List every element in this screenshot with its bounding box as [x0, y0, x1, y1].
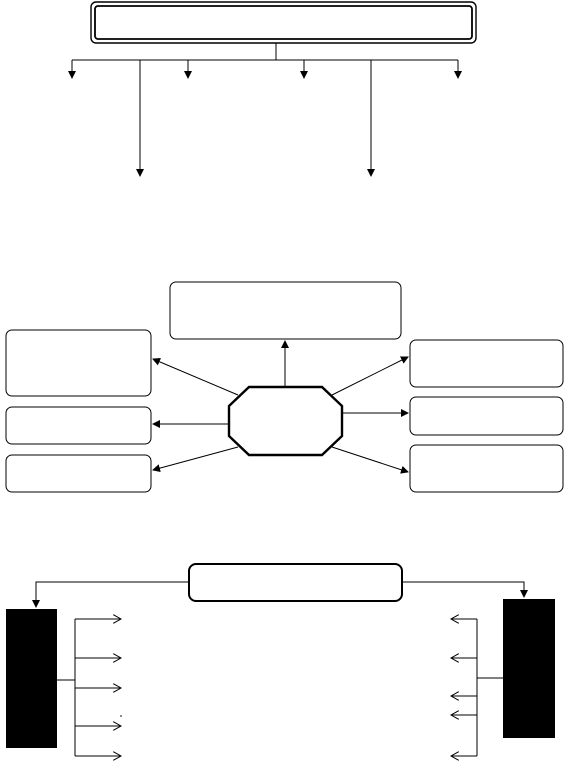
right-box-1 — [409, 339, 564, 388]
right-item-connectors — [451, 619, 503, 756]
right-dark-panel — [503, 599, 555, 738]
left-box-1 — [5, 329, 152, 397]
top-tree-connectors — [68, 43, 462, 177]
spoke-arrow-right-1 — [331, 356, 409, 396]
arrow-to-right-panel — [402, 581, 528, 598]
spoke-arrow-left-3 — [152, 446, 239, 473]
top-title-box — [90, 1, 477, 44]
section-middle-hub — [5, 281, 564, 493]
section-top-tree — [68, 1, 477, 177]
left-box-2 — [5, 406, 152, 445]
bottom-top-connectors — [32, 581, 528, 608]
section-bottom-panels — [6, 563, 555, 756]
bottom-center-box — [188, 563, 403, 602]
center-octagon — [227, 385, 344, 457]
left-box-3 — [5, 454, 152, 493]
spoke-arrow-left-1 — [152, 358, 239, 396]
left-item-connectors — [57, 619, 121, 756]
spoke-arrow-right-3 — [331, 446, 409, 474]
arrow-to-left-panel — [32, 581, 189, 608]
left-dark-panel — [6, 609, 57, 748]
hub-spoke-arrows — [152, 340, 409, 474]
right-box-2 — [409, 396, 564, 436]
stray-dot — [120, 715, 122, 717]
middle-top-box — [169, 281, 402, 340]
right-box-3 — [409, 444, 564, 493]
